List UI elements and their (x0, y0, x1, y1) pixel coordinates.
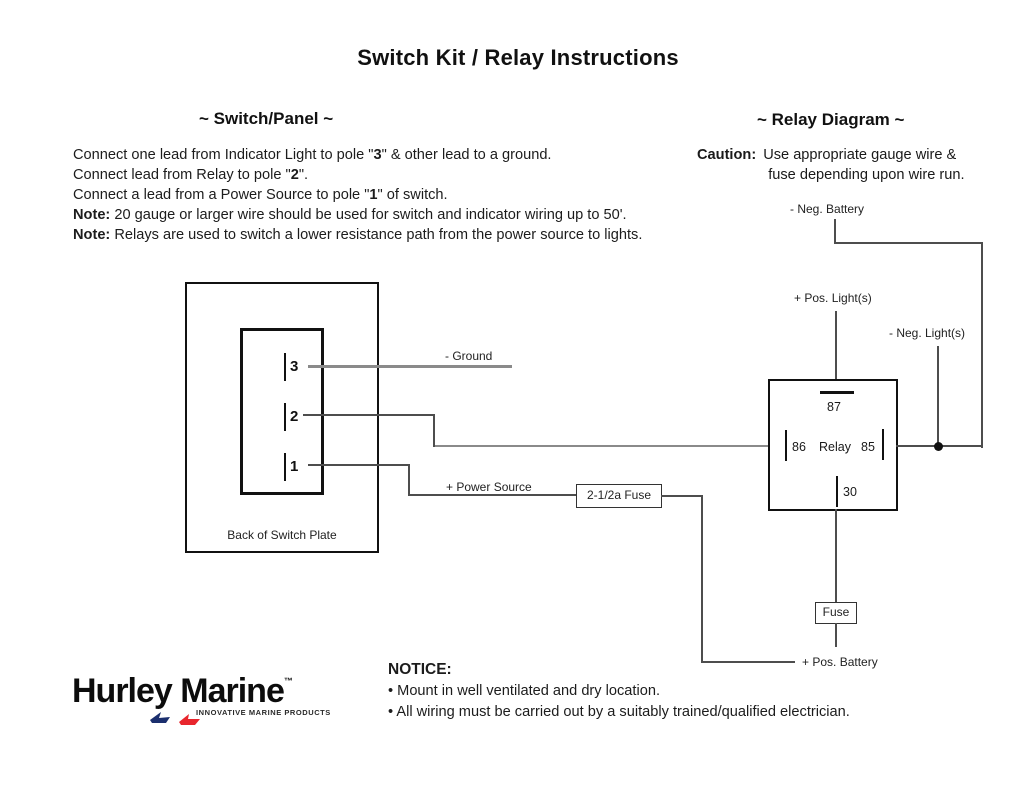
pole-3-terminal (284, 353, 286, 381)
wire-pole2-horizontal (303, 414, 435, 416)
pole-1-number: 1 (290, 458, 299, 475)
wire-power-source (409, 494, 576, 496)
caution-label: Caution: (697, 147, 757, 163)
wire-pos-lights (835, 311, 837, 379)
instruction-line-2: Connect lead from Relay to pole "2". (73, 167, 309, 183)
relay-name: Relay (819, 440, 851, 454)
switch-panel-instructions: Connect one lead from Indicator Light to… (73, 145, 642, 245)
notice-item-1: • Mount in well ventilated and dry locat… (388, 683, 661, 699)
notice-item-2: • All wiring must be carried out by a su… (388, 704, 850, 720)
wire-fuse-right (661, 495, 703, 497)
ground-label: - Ground (445, 349, 493, 363)
wire-battery-vertical (701, 495, 703, 663)
relay-pin-85-label: 85 (861, 440, 875, 454)
wire-ground (308, 365, 512, 368)
logo-tagline: INNOVATIVE MARINE PRODUCTS (196, 708, 331, 717)
wire-neg-lights (937, 346, 939, 447)
wire-fuse-to-battery (835, 623, 837, 647)
switch-body-inner-box (240, 328, 324, 495)
logo-boats-icon (150, 712, 200, 725)
instruction-line-1: Connect one lead from Indicator Light to… (73, 147, 552, 163)
inline-fuse-box: 2-1/2a Fuse (576, 484, 662, 508)
relay-pin-30-label: 30 (843, 485, 857, 499)
wire-pin30-to-fuse (835, 509, 837, 603)
wire-neg-battery-down (834, 219, 836, 244)
wire-battery-horizontal (701, 661, 795, 663)
instruction-note-2: Note: Relays are used to switch a lower … (73, 227, 643, 243)
relay-pin-30-bar (836, 476, 838, 507)
instruction-note-1: Note: 20 gauge or larger wire should be … (73, 207, 627, 223)
pole-2-terminal (284, 403, 286, 431)
pos-battery-label: + Pos. Battery (802, 655, 878, 669)
junction-dot (934, 442, 943, 451)
hurley-marine-logo: Hurley Marine™ INNOVATIVE MARINE PRODUCT… (72, 672, 330, 725)
caution-text: Use appropriate gauge wire & fuse depend… (763, 147, 965, 183)
main-fuse-box: Fuse (815, 602, 857, 624)
pole-1-terminal (284, 453, 286, 481)
switch-plate-caption: Back of Switch Plate (227, 528, 337, 542)
pole-3-number: 3 (290, 358, 299, 375)
notice-block: NOTICE: • Mount in well ventilated and d… (388, 659, 850, 723)
power-source-label: + Power Source (446, 480, 532, 494)
trademark-symbol: ™ (283, 676, 293, 686)
wire-neg-battery-across (834, 242, 983, 244)
wire-pole2-vertical (433, 414, 435, 447)
neg-lights-label: - Neg. Light(s) (889, 326, 966, 340)
wire-pole1-vertical (408, 464, 410, 496)
wire-pole1-horizontal (308, 464, 410, 466)
page-title: Switch Kit / Relay Instructions (357, 45, 679, 70)
pole-2-number: 2 (290, 408, 299, 425)
neg-battery-label: - Neg. Battery (790, 202, 865, 216)
relay-pin-86-bar (785, 430, 787, 461)
wire-pole2-to-relay (435, 445, 769, 447)
relay-pin-87-label: 87 (827, 400, 841, 414)
notice-heading: NOTICE: (388, 661, 452, 678)
wire-right-vertical (981, 242, 983, 448)
switch-panel-heading: ~ Switch/Panel ~ (199, 109, 334, 128)
relay-pin-86-label: 86 (792, 440, 806, 454)
logo-wordmark: Hurley Marine™ (72, 672, 293, 710)
relay-pin-85-bar (882, 429, 884, 460)
relay-diagram-heading: ~ Relay Diagram ~ (757, 110, 905, 129)
pos-lights-label: + Pos. Light(s) (794, 291, 872, 305)
instruction-line-3: Connect a lead from a Power Source to po… (73, 187, 448, 203)
relay-pin-87-bar (820, 391, 854, 394)
caution-note: Caution: Use appropriate gauge wire & fu… (697, 146, 965, 185)
